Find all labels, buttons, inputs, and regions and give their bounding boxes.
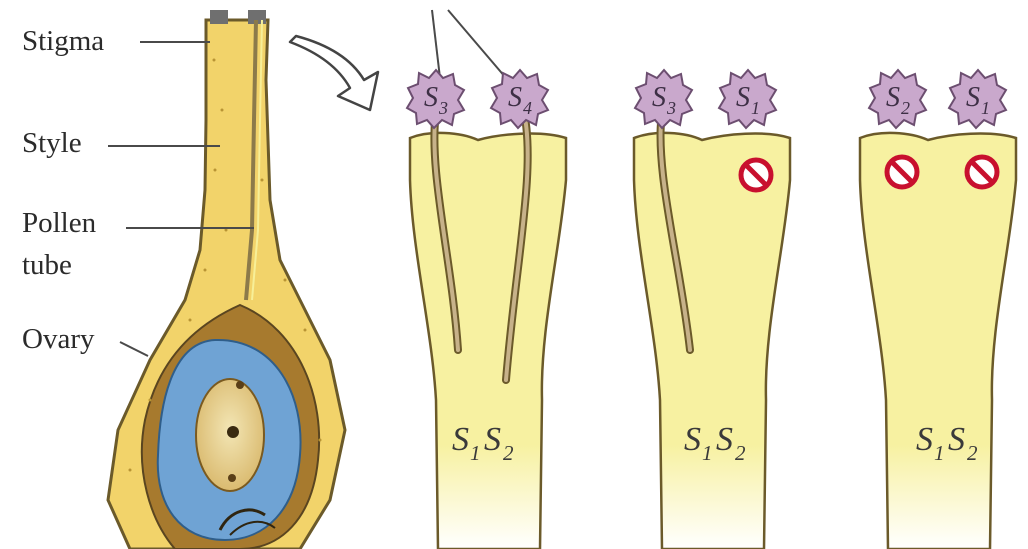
svg-text:S: S (948, 421, 965, 458)
blocked-icon (967, 157, 997, 187)
pollen-grain: S 2 (869, 70, 926, 128)
pollen-grain: S 1 (949, 70, 1006, 128)
pollen-grain: S 4 (491, 70, 548, 128)
svg-text:S: S (684, 421, 701, 458)
grain-subscript: 1 (751, 98, 760, 118)
grain-label: S (966, 82, 980, 113)
style-column (634, 133, 790, 549)
grain-subscript: 3 (438, 98, 448, 118)
svg-text:S: S (916, 421, 933, 458)
svg-text:1: 1 (470, 441, 481, 465)
pollen-grain: S 3 (635, 70, 692, 128)
label-style: Style (22, 127, 82, 159)
arrow-icon (290, 36, 378, 110)
panel-1: S 3 S 4 S 1 S 2 (407, 70, 566, 549)
label-ovary: Ovary (22, 323, 95, 355)
grain-label: S (424, 82, 438, 113)
panel-2: S 3 S 1 S 1 S 2 (634, 70, 790, 549)
grain-label: S (736, 82, 750, 113)
svg-text:1: 1 (934, 441, 945, 465)
blocked-icon (741, 160, 771, 190)
label-stigma: Stigma (22, 25, 104, 57)
grain-subscript: 3 (666, 98, 676, 118)
grain-label: S (508, 82, 522, 113)
label-pollen: Pollen (22, 207, 97, 239)
svg-text:S: S (716, 421, 733, 458)
style-column (410, 133, 566, 549)
svg-text:2: 2 (735, 441, 746, 465)
svg-text:2: 2 (503, 441, 514, 465)
svg-text:2: 2 (967, 441, 978, 465)
pollen-grain: S 1 (719, 70, 776, 128)
label-tube: tube (22, 249, 72, 281)
grain-label: S (886, 82, 900, 113)
svg-text:1: 1 (702, 441, 713, 465)
blocked-icon (887, 157, 917, 187)
grain-subscript: 4 (523, 98, 532, 118)
svg-text:S: S (452, 421, 469, 458)
grain-label: S (652, 82, 666, 113)
svg-text:S: S (484, 421, 501, 458)
panel-3: S 2 S 1 S 1 S 2 (860, 70, 1016, 549)
grain-subscript: 1 (981, 98, 990, 118)
stigma-cap (210, 10, 228, 24)
pollen-grain: S 3 (407, 70, 464, 128)
style-column (860, 133, 1016, 549)
pistil-illustration (108, 10, 345, 549)
grain-subscript: 2 (901, 98, 910, 118)
